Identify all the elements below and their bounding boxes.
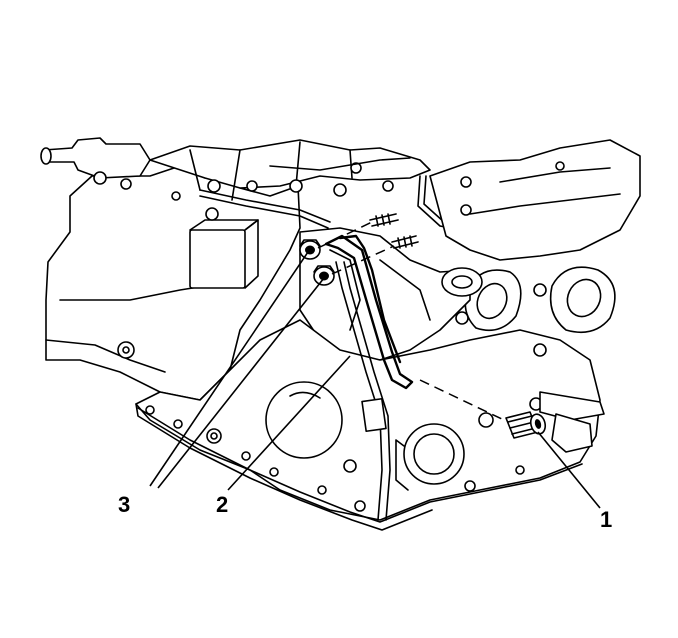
- nut-upper: [299, 239, 321, 260]
- callout-label-3: 3: [118, 492, 130, 517]
- callout-label-1: 1: [600, 507, 612, 532]
- callout-leaders: [149, 251, 601, 509]
- bracket-assembly: [324, 234, 414, 521]
- nut-lower: [313, 265, 335, 286]
- leader-3b: [157, 277, 325, 489]
- leader-1: [537, 431, 601, 509]
- callout-label-2: 2: [216, 492, 228, 517]
- leader-3a: [149, 251, 309, 487]
- nuts-item-3: [299, 221, 395, 286]
- leader-2: [227, 355, 351, 491]
- engine-block-illustration: [40, 137, 641, 531]
